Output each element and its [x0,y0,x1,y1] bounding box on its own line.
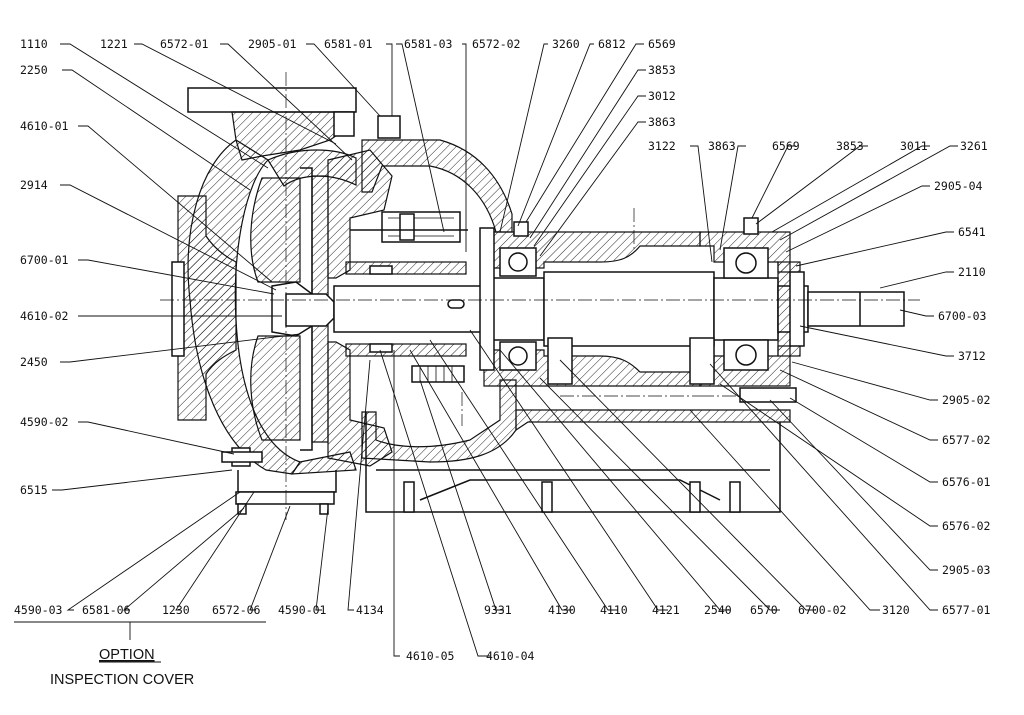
label-6581-06: 6581-06 [82,603,131,617]
label-3853-b: 3853 [836,139,864,153]
bearing-bracket [350,139,517,463]
label-4610-02: 4610-02 [20,309,68,323]
label-3863-b: 3863 [708,139,736,153]
label-6576-02: 6576-02 [942,519,990,533]
label-4134: 4134 [356,603,384,617]
label-6541: 6541 [958,225,986,239]
label-4590-03: 4590-03 [14,603,63,617]
label-2905-02: 2905-02 [942,393,990,407]
pump-assembly [160,72,920,520]
centerlines [160,72,920,520]
label-2450: 2450 [20,355,48,369]
label-6581-01: 6581-01 [324,37,373,51]
label-6572-01: 6572-01 [160,37,209,51]
impeller [250,167,335,451]
label-2905-04: 2905-04 [934,179,983,193]
seal-chamber [345,261,467,383]
label-3122: 3122 [648,139,676,153]
casing-foot [221,111,401,515]
option-title: OPTION [99,647,155,663]
label-3260: 3260 [552,37,580,51]
label-2250: 2250 [20,63,48,77]
label-3011: 3011 [900,139,928,153]
label-3012: 3012 [648,89,676,103]
label-2905-03: 2905-03 [942,563,991,577]
suction-flange [171,195,237,421]
label-2110: 2110 [958,265,986,279]
label-2540: 2540 [704,603,732,617]
label-4110: 4110 [600,603,628,617]
label-4610-05: 4610-05 [406,649,454,663]
label-4610-04: 4610-04 [486,649,535,663]
label-3712: 3712 [958,349,986,363]
discharge-flange [187,87,357,161]
label-9331: 9331 [484,603,512,617]
leader-lines [14,43,958,657]
label-2905-01: 2905-01 [248,37,297,51]
label-4590-01: 4590-01 [278,603,327,617]
label-6577-02: 6577-02 [942,433,990,447]
label-6700-03: 6700-03 [938,309,987,323]
part-labels: 1110 2250 4610-01 2914 6700-01 4610-02 2… [14,37,991,688]
label-6569-top: 6569 [648,37,676,51]
shaft [333,271,905,347]
label-6576-01: 6576-01 [942,475,991,489]
option-subtitle: INSPECTION COVER [50,672,194,688]
label-1221: 1221 [100,37,128,51]
label-4130: 4130 [548,603,576,617]
label-3853-a: 3853 [648,63,676,77]
label-3261: 3261 [960,139,988,153]
label-6581-03: 6581-03 [404,37,453,51]
label-6700-02: 6700-02 [798,603,846,617]
label-1110: 1110 [20,37,48,51]
label-6700-01: 6700-01 [20,253,69,267]
label-2914: 2914 [20,178,48,192]
label-1230: 1230 [162,603,190,617]
label-6812: 6812 [598,37,626,51]
label-6577-01: 6577-01 [942,603,991,617]
label-4590-02: 4590-02 [20,415,68,429]
label-4610-01: 4610-01 [20,119,69,133]
label-6572-06: 6572-06 [212,603,261,617]
label-6572-02: 6572-02 [472,37,520,51]
label-6515: 6515 [20,483,48,497]
label-3120: 3120 [882,603,910,617]
label-3863-a: 3863 [648,115,676,129]
label-4121: 4121 [652,603,680,617]
label-6569-right: 6569 [772,139,800,153]
label-6570: 6570 [750,603,778,617]
